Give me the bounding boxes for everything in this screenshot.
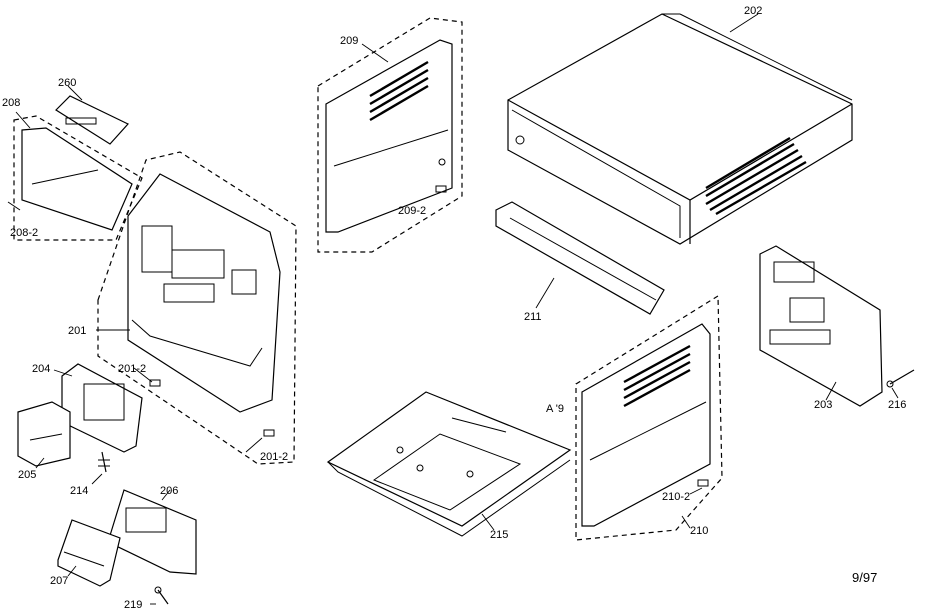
leader-lines (15, 13, 899, 605)
screw-right-part (886, 369, 915, 388)
door-part (17, 401, 71, 467)
top-trim-part (55, 95, 129, 145)
screw-part (154, 586, 169, 605)
label-201-2-upper: 201-2 (118, 363, 146, 375)
back-panel-vents (369, 60, 429, 122)
side-panel-part (7, 115, 143, 241)
label-210: 210 (690, 525, 708, 537)
label-209: 209 (340, 35, 358, 47)
label-204: 204 (32, 363, 50, 375)
label-210-2: 210-2 (662, 491, 690, 503)
back-panel-part (317, 17, 463, 253)
label-214: 214 (70, 485, 88, 497)
date-code: 9/97 (852, 570, 877, 585)
label-215: 215 (490, 529, 508, 541)
top-cover-part (507, 13, 853, 245)
label-a9: A '9 (546, 403, 564, 415)
label-208: 208 (2, 97, 20, 109)
label-202: 202 (744, 5, 762, 17)
label-203: 203 (814, 399, 832, 411)
label-211: 211 (524, 311, 542, 323)
label-201: 201 (68, 325, 86, 337)
label-206: 206 (160, 485, 178, 497)
top-cover-vents (705, 136, 807, 216)
label-209-2: 209-2 (398, 205, 426, 217)
right-side-panel-part (575, 294, 723, 541)
spring-part (98, 451, 110, 473)
label-216: 216 (888, 399, 906, 411)
label-260: 260 (58, 77, 76, 89)
label-205: 205 (18, 469, 36, 481)
side-panel-vents (623, 344, 691, 408)
label-201-2-lower: 201-2 (260, 451, 288, 463)
rear-board-part (759, 245, 883, 407)
label-207: 207 (50, 575, 68, 587)
label-208-2: 208-2 (10, 227, 38, 239)
bottom-chassis-part (326, 391, 572, 537)
label-219: 219 (124, 599, 142, 611)
front-chassis-part (97, 151, 297, 465)
front-bar-part (495, 201, 665, 315)
frame-part (107, 489, 197, 575)
